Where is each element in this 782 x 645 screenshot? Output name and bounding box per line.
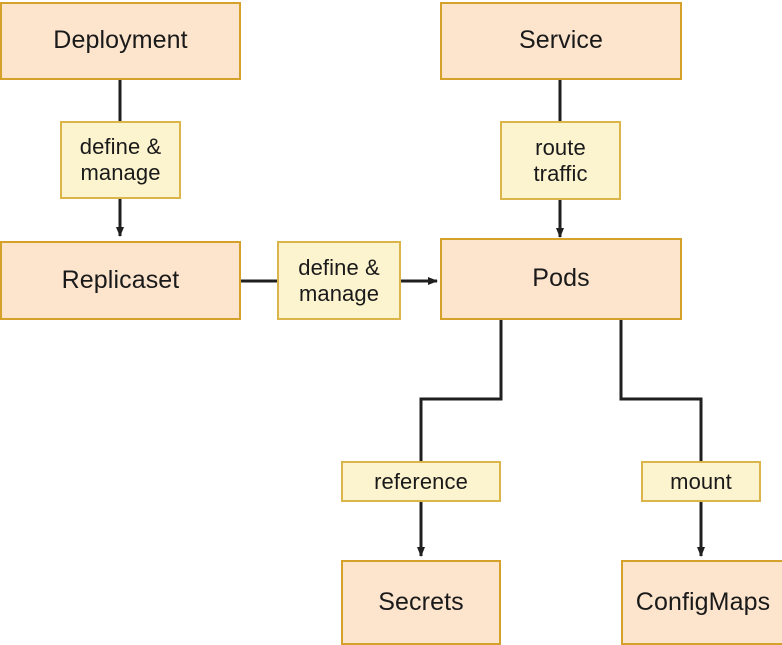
edge-pods-mount [619,320,703,461]
edge-label-route-traffic-text: route traffic [533,134,588,186]
node-replicaset-label: Replicaset [61,265,180,294]
edge-label-define-manage-1-text: define & manage [79,134,162,185]
edge-label-mount-text: mount [670,468,732,494]
node-configmaps[interactable]: ConfigMaps [621,560,782,645]
edge-label-reference[interactable]: reference [341,461,501,502]
edge-pods-reference [419,320,503,461]
edge-label-mount[interactable]: mount [641,461,761,502]
node-configmaps-label: ConfigMaps [635,587,771,616]
edge-label-define-manage-2[interactable]: define & manage [277,241,401,320]
node-secrets[interactable]: Secrets [341,560,501,645]
node-pods-label: Pods [532,264,590,293]
node-service-label: Service [518,26,604,55]
edge-label-define-manage-2-text: define & manage [298,254,380,306]
node-service[interactable]: Service [440,2,682,80]
node-replicaset[interactable]: Replicaset [0,241,241,320]
edge-label-route-traffic[interactable]: route traffic [500,121,621,200]
edge-label-reference-text: reference [374,468,468,494]
node-pods[interactable]: Pods [440,238,682,320]
node-deployment[interactable]: Deployment [0,2,241,80]
node-deployment-label: Deployment [53,26,188,55]
edge-label-define-manage-1[interactable]: define & manage [60,121,181,199]
node-secrets-label: Secrets [378,587,464,616]
